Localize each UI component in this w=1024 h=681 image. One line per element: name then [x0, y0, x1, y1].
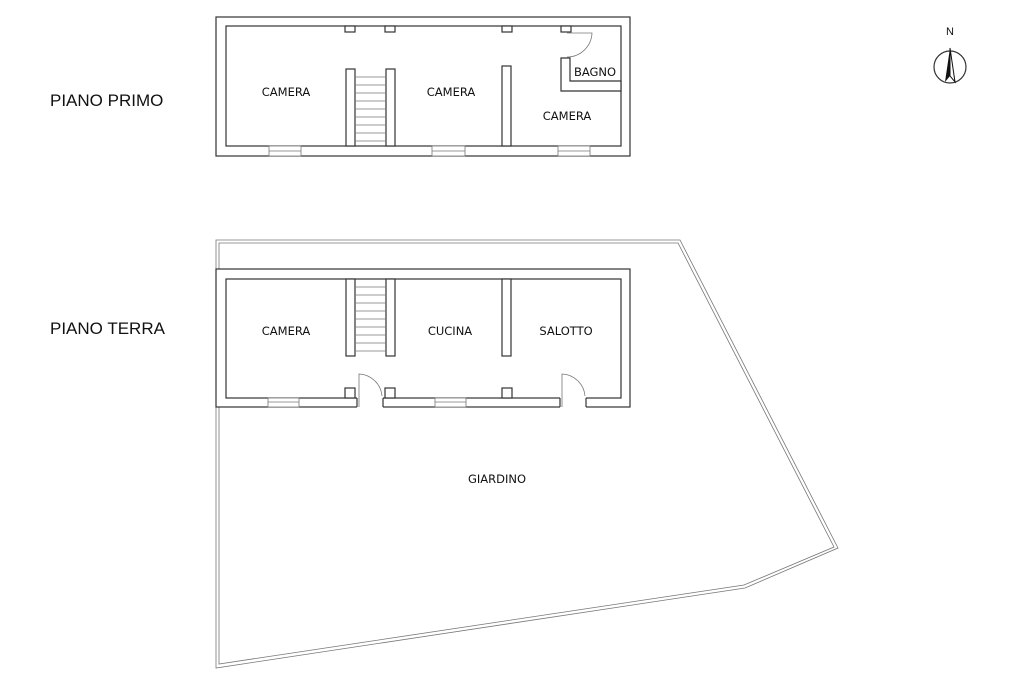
room-label: BAGNO	[574, 65, 616, 79]
room-label: CAMERA	[262, 324, 311, 338]
north-arrow-icon: N	[933, 26, 967, 84]
north-label: N	[946, 26, 954, 38]
ground-floor-label: PIANO TERRA	[50, 319, 166, 338]
garden-boundary: GIARDINO	[215, 239, 839, 669]
room-label: SALOTTO	[539, 324, 592, 338]
room-label: CUCINA	[428, 324, 472, 338]
room-label: CAMERA	[427, 85, 476, 99]
garden-label: GIARDINO	[468, 472, 526, 486]
first-floor-plan: CAMERA CAMERA BAGNO CAMERA	[215, 16, 631, 157]
first-floor-label: PIANO PRIMO	[50, 91, 163, 110]
room-label: CAMERA	[262, 85, 311, 99]
room-label: CAMERA	[543, 109, 592, 123]
ground-floor-plan: CAMERA CUCINA SALOTTO	[215, 268, 631, 408]
